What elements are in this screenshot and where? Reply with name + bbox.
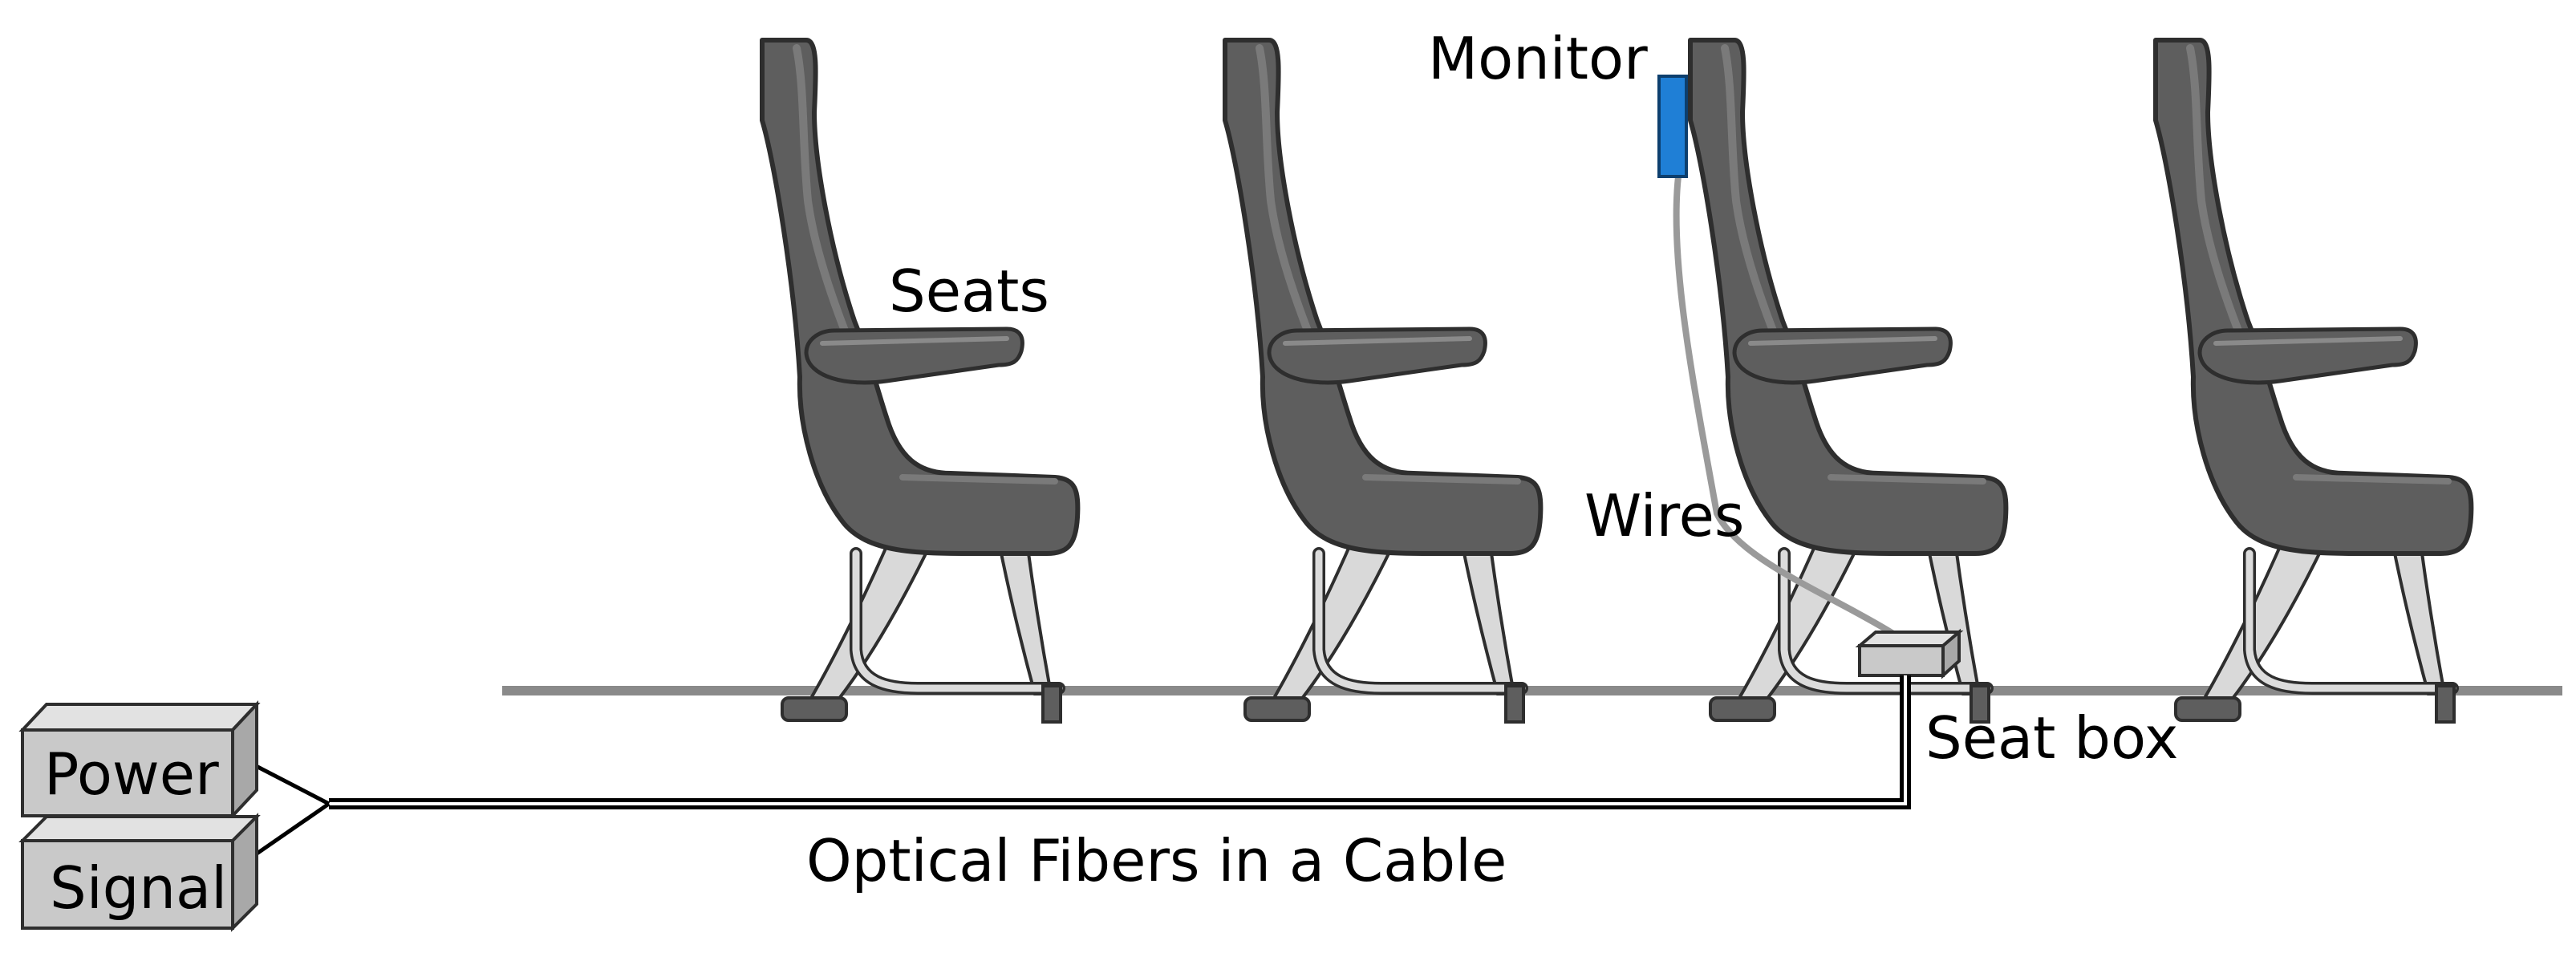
seat-3 [1690,40,2006,722]
seat-box [1855,628,1964,679]
power-box [18,700,261,821]
seats-label: Seats [889,257,1049,325]
floor [502,686,2562,695]
seat-1 [762,40,1077,722]
seat-2 [1225,40,1540,722]
wires-label: Wires [1584,482,1744,549]
monitor-screen [1657,75,1688,178]
cable-label: Optical Fibers in a Cable [806,827,1507,894]
power-label: Power [44,740,219,808]
signal-label: Signal [50,854,227,922]
seat-4 [2156,40,2471,722]
monitor-label: Monitor [1428,25,1648,92]
wires-path [1673,173,1897,637]
signal-box [18,813,261,932]
seat-box-label: Seat box [1925,704,2178,772]
